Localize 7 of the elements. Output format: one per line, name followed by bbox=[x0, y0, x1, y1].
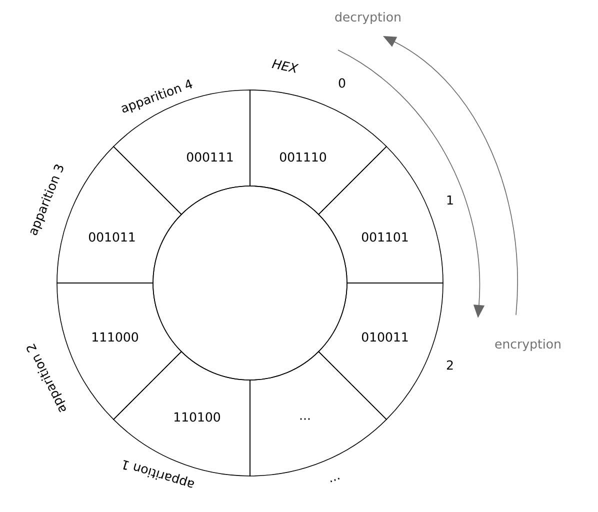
ring-sector: ... bbox=[250, 351, 387, 476]
ring-sector: 001110 bbox=[250, 90, 387, 215]
ring-label: decryption bbox=[335, 12, 400, 24]
ring-label: HEX bbox=[272, 59, 299, 73]
inner-circle bbox=[152, 186, 348, 380]
ring-label: encryption bbox=[495, 338, 560, 352]
ring-sector: 010011 bbox=[318, 282, 444, 420]
